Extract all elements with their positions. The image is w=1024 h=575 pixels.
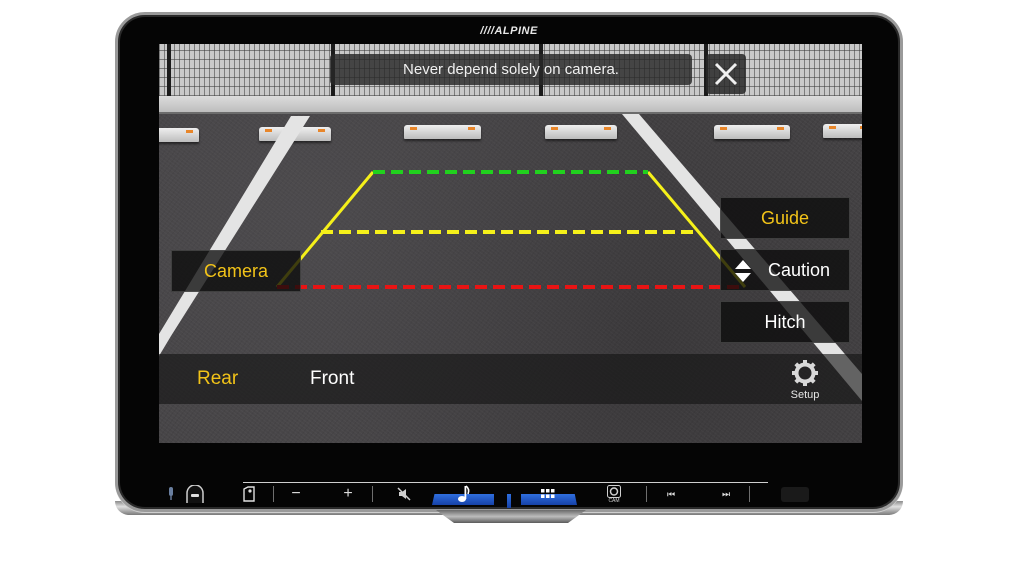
wheel-stop: [714, 125, 790, 139]
music-note-icon: [458, 485, 470, 502]
volume-up-button[interactable]: +: [343, 485, 353, 502]
wheel-stop: [159, 128, 199, 142]
wheel-stop: [404, 125, 481, 139]
mic-button[interactable]: [164, 483, 178, 505]
key-separator: [749, 486, 750, 502]
cam-label: CAM: [608, 497, 620, 504]
navigation-button[interactable]: [240, 483, 258, 505]
volume-down-button[interactable]: −: [291, 485, 301, 502]
center-indicator: [507, 494, 511, 508]
key-separator: [372, 486, 373, 502]
camera-source-bar: Rear Front Setup: [159, 354, 862, 404]
mute-button[interactable]: [394, 483, 414, 505]
fence-post: [167, 44, 171, 96]
map-pin-icon: [243, 486, 255, 502]
key-separator: [273, 486, 274, 502]
camera-select-button[interactable]: Camera: [171, 250, 301, 292]
mute-icon: [397, 487, 411, 501]
brand-logo: ////ALPINE: [480, 25, 538, 37]
bezel-bottom-notch: [436, 510, 586, 523]
apps-key-glow: [521, 494, 577, 505]
camera-icon: [607, 484, 621, 498]
background-curb: [159, 96, 862, 114]
next-track-button[interactable]: ⏭: [721, 488, 731, 499]
audio-button[interactable]: [452, 483, 476, 505]
gear-icon: [792, 360, 818, 386]
key-separator: [646, 486, 647, 502]
camera-warning-banner: Never depend solely on camera.: [330, 54, 692, 85]
tab-front[interactable]: Front: [310, 368, 355, 389]
close-warning-button[interactable]: [706, 54, 746, 94]
setup-button[interactable]: Setup: [785, 360, 825, 402]
close-x-icon: [714, 62, 738, 86]
camera-screen: Never depend solely on camera. Camera Gu…: [159, 44, 862, 443]
setup-label: Setup: [790, 389, 820, 401]
home-button[interactable]: [184, 483, 206, 505]
sensor-window: [780, 483, 810, 505]
guide-button-label: Guide: [760, 208, 810, 228]
up-down-arrows-icon: [735, 260, 751, 282]
tab-rear[interactable]: Rear: [197, 368, 239, 389]
apps-button[interactable]: [538, 483, 558, 505]
hardware-strip-divider: [243, 482, 768, 483]
wheel-stop: [823, 124, 862, 138]
home-button-icon: [186, 485, 204, 503]
camera-button-label: Camera: [203, 261, 269, 281]
grid-icon: [541, 489, 555, 498]
hitch-button-label: Hitch: [764, 312, 806, 332]
ir-sensor-icon: [781, 486, 809, 502]
previous-track-button[interactable]: ⏮: [666, 488, 676, 499]
wheel-stop: [545, 125, 617, 139]
guide-button[interactable]: Guide: [720, 197, 850, 239]
hitch-button[interactable]: Hitch: [720, 301, 850, 343]
microphone-icon: [169, 487, 173, 500]
caution-button-label: Caution: [767, 260, 831, 280]
camera-button[interactable]: CAM: [604, 483, 624, 505]
caution-button[interactable]: Caution: [720, 249, 850, 291]
